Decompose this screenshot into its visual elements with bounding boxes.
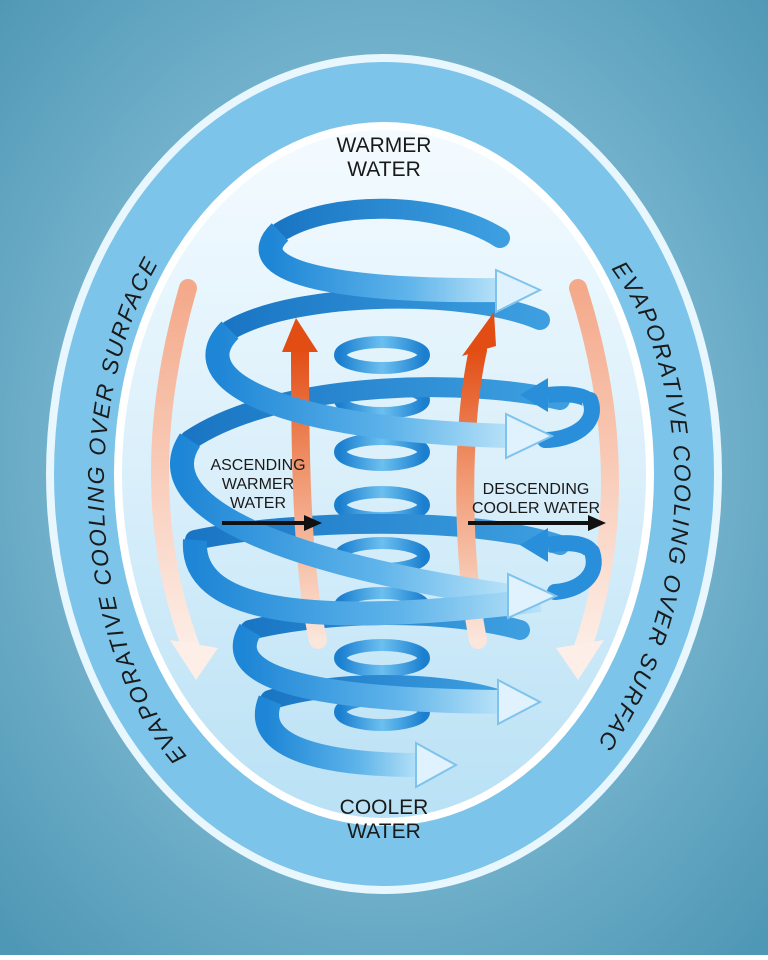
svg-text:WATER: WATER [230, 495, 286, 512]
descending-label: DESCENDING COOLER WATER [472, 481, 600, 517]
spiral-front [170, 223, 542, 777]
svg-text:ASCENDING: ASCENDING [210, 457, 305, 474]
svg-text:COOLER: COOLER [340, 796, 429, 819]
svg-text:COOLER WATER: COOLER WATER [472, 500, 600, 517]
svg-text:WARMER: WARMER [337, 134, 432, 157]
ascending-label: ASCENDING WARMER WATER [210, 457, 305, 512]
flow-arrow-icon-left [222, 515, 322, 531]
svg-text:WATER: WATER [347, 158, 421, 181]
svg-text:WATER: WATER [347, 820, 421, 843]
downward-curved-arrow-icon [151, 279, 218, 680]
water-column [122, 130, 646, 818]
svg-text:WARMER: WARMER [222, 476, 294, 493]
return-arrow-icon-upper [520, 378, 600, 448]
svg-text:DESCENDING: DESCENDING [483, 481, 590, 498]
right-arrow-icon [415, 268, 559, 789]
flow-arrow-icon-right [468, 515, 606, 531]
return-arrow-icon-lower [520, 528, 602, 600]
cooler-water-label: COOLER WATER [340, 796, 429, 843]
downward-curved-arrow-icon-right [556, 279, 619, 680]
warmer-water-label: WARMER WATER [337, 134, 432, 181]
